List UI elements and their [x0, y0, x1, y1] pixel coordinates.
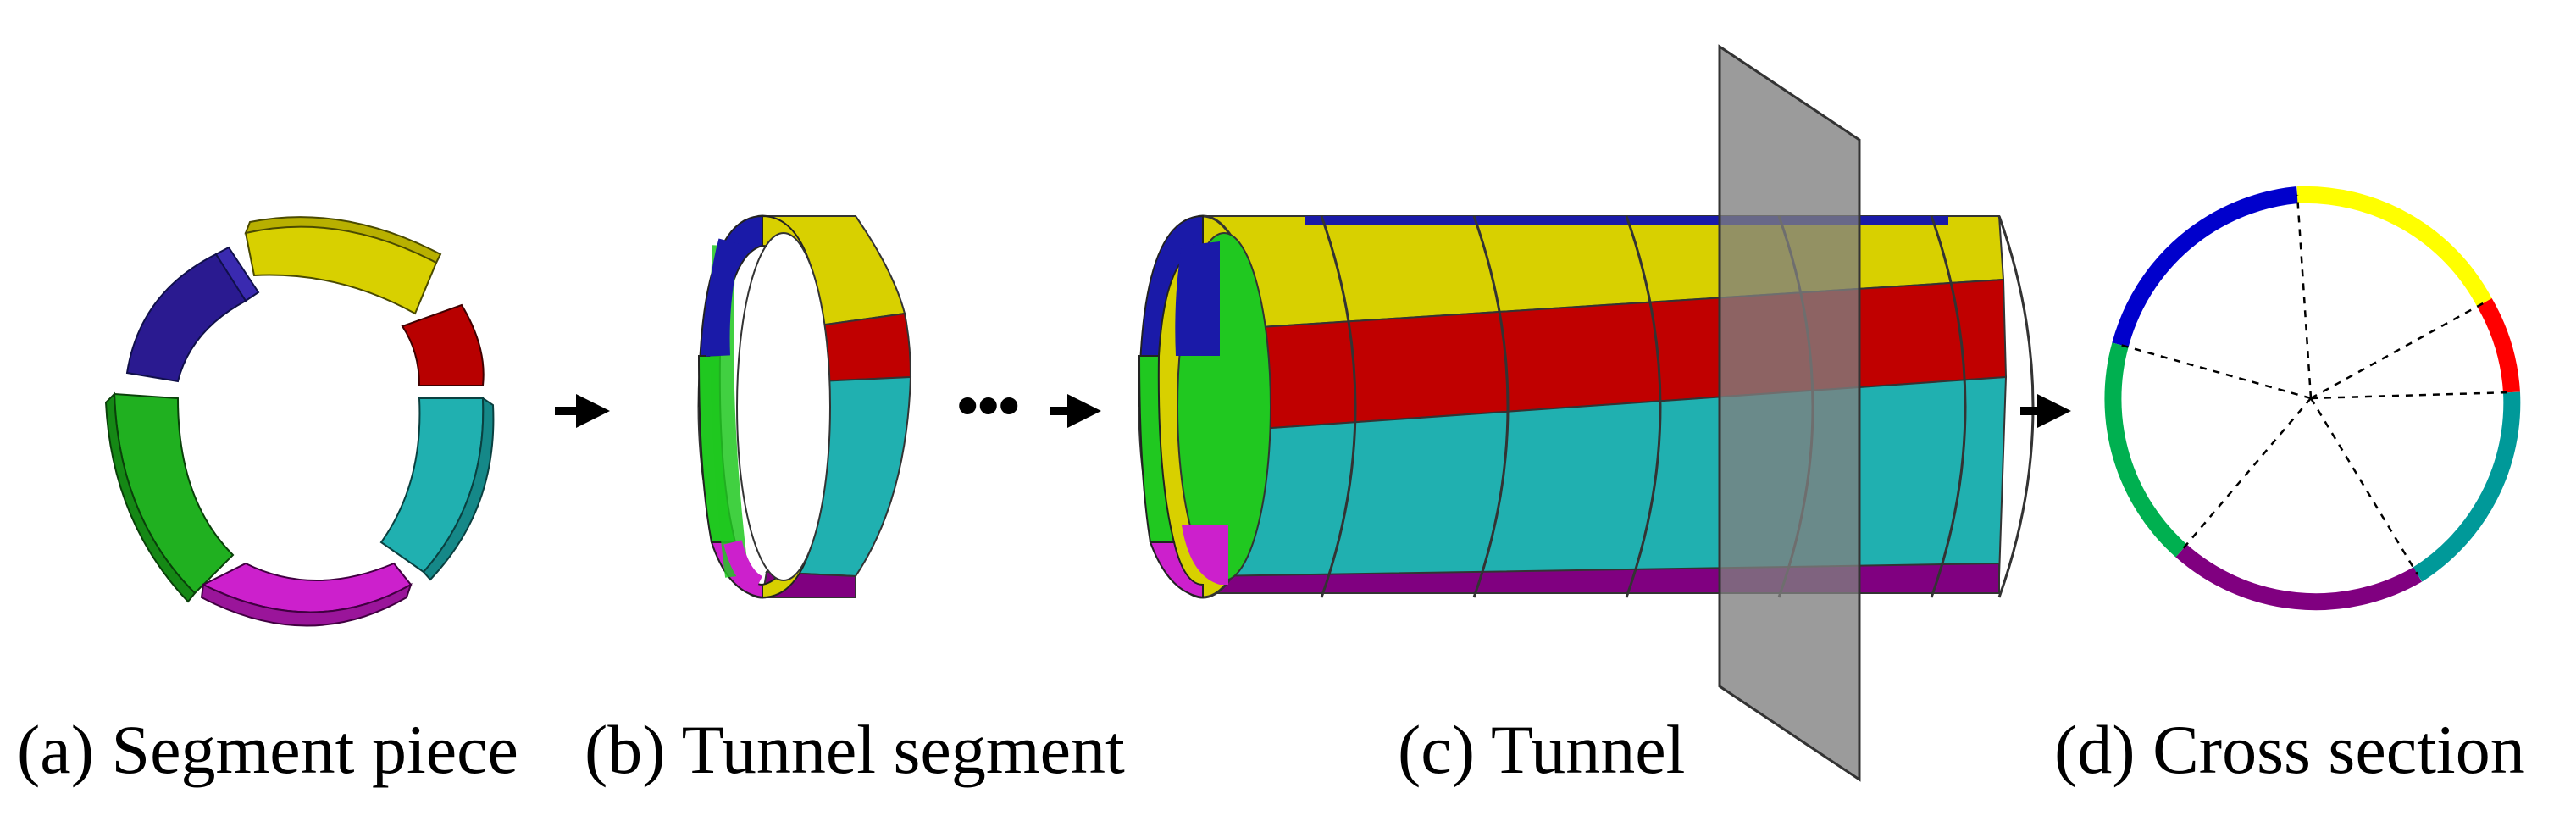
cross-section-arc-red: [2477, 297, 2520, 393]
segment-piece-red: [401, 303, 485, 386]
segment-piece-teal: [379, 397, 485, 574]
caption-tunnel: (c) Tunnel: [1398, 711, 1686, 788]
tunnel-rings: [1201, 215, 2035, 598]
caption-cross-section: (d) Cross section: [2054, 711, 2525, 788]
caption-segment-piece: (a) Segment piece: [17, 711, 518, 788]
segment-piece-illustration: [104, 216, 495, 627]
tunnel-illustration: [1138, 44, 2035, 782]
cross-section-arc-green: [2104, 342, 2187, 558]
tunnel-segment-illustration: [697, 214, 912, 599]
cross-section-arc-teal: [2413, 391, 2521, 582]
cutting-plane: [1718, 44, 1861, 782]
cross-section-arc-purple: [2175, 544, 2422, 611]
cross-section-arc-blue: [2112, 186, 2298, 347]
ellipsis-connector: •••: [957, 372, 1020, 438]
caption-tunnel-segment: (b) Tunnel segment: [584, 711, 1125, 788]
cross-section-radial-lines: [2119, 194, 2512, 575]
cross-section-illustration: [2104, 186, 2521, 611]
cross-section-arc-yellow: [2296, 186, 2492, 307]
